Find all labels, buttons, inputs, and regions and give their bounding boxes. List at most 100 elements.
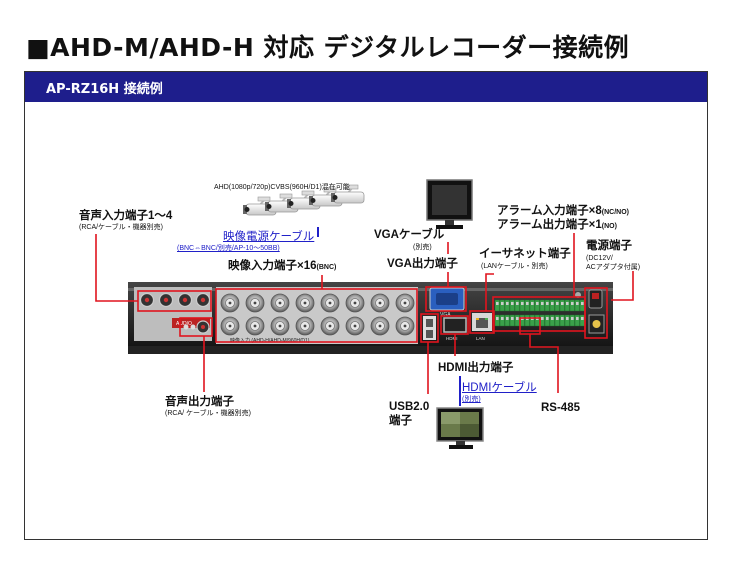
bnc-connector [245, 293, 265, 313]
terminal-pin [564, 299, 570, 312]
diagram-frame: AP-RZ16H 接続例 [24, 71, 708, 540]
terminal-pin [504, 314, 510, 327]
callout-outlines [137, 286, 608, 343]
bnc-connector [270, 293, 290, 313]
alarm-out-text: アラーム出力端子×1 [497, 219, 602, 231]
terminal-pin [534, 299, 540, 312]
terminal-pin [504, 299, 510, 312]
alarm-terminal-blocks [494, 299, 585, 327]
hdmi-port-label: HDMI [446, 336, 458, 341]
ahd-compat-note: AHD(1080p/720p)CVBS(960H/D1)混在可能 [214, 184, 350, 191]
vga-port-label: VGA [440, 312, 451, 318]
audio-block-text: AUDIO [176, 321, 192, 327]
terminal-pin [499, 314, 505, 327]
audio-in-label: 音声入力端子1〜4 [79, 210, 173, 222]
video-in-label: 映像入力端子×16(BNC) [228, 260, 336, 273]
hdmi-cable-note[interactable]: (別売) [462, 396, 481, 403]
video-cable-label[interactable]: 映像電源ケーブル [223, 231, 315, 243]
terminal-pin [544, 299, 550, 312]
terminal-pin [534, 314, 540, 327]
camera-icon [331, 184, 365, 204]
section-header-title: AP-RZ16H 接続例 [46, 82, 163, 97]
bnc-connector [295, 316, 315, 336]
video-cable-bracket [317, 227, 319, 237]
audio-in-note: (RCA/ケーブル・機器別売) [79, 224, 163, 231]
bnc-panel [216, 287, 418, 344]
video-in-text: 映像入力端子×16 [228, 260, 317, 272]
usb-label: USB2.0 [389, 401, 430, 413]
bnc-connector [320, 316, 340, 336]
alarm-in-label: アラーム入力端子×8(NC/NO) [497, 205, 629, 218]
ethernet-note: (LANケーブル・別売) [481, 263, 548, 270]
page-title: ■AHD-M/AHD-H 対応 デジタルレコーダー接続例 [26, 33, 630, 62]
bnc-connector [270, 316, 290, 336]
terminal-pin [564, 314, 570, 327]
power-label: 電源端子 [586, 240, 632, 252]
terminal-pin [559, 314, 565, 327]
bnc-panel-text: 映像入力 (AHD-H/AHD-M/960H/D1) [230, 337, 310, 344]
bnc-connector [370, 316, 390, 336]
bnc-connector [220, 293, 240, 313]
terminal-pin [549, 299, 555, 312]
lan-port-label: LAN [476, 336, 485, 341]
terminal-pin [529, 314, 535, 327]
usb-label-2: 端子 [389, 415, 412, 427]
bnc-connector [220, 316, 240, 336]
ethernet-label: イーサネット端子 [479, 248, 571, 260]
terminal-pin [514, 314, 520, 327]
power-note-2: ACアダプタ付属) [586, 264, 641, 271]
bnc-connector [395, 293, 415, 313]
terminal-pin [569, 314, 575, 327]
terminal-pin [524, 299, 530, 312]
bnc-connector [345, 316, 365, 336]
hdmi-port [443, 317, 467, 333]
terminal-pin [579, 299, 585, 312]
terminal-pin [579, 314, 585, 327]
terminal-pin [499, 299, 505, 312]
video-in-suffix: (BNC) [316, 264, 337, 271]
terminal-pin [494, 299, 500, 312]
terminal-pin [559, 299, 565, 312]
bnc-connector [345, 293, 365, 313]
terminal-pin [539, 299, 545, 312]
terminal-pin [544, 314, 550, 327]
vga-monitor-icon [426, 179, 473, 229]
callout-leader-lines [95, 233, 634, 394]
bnc-connector [295, 293, 315, 313]
vga-cable-note: (別売) [413, 244, 432, 251]
audio-out-label: 音声出力端子 [165, 396, 234, 408]
terminal-pin [569, 299, 575, 312]
hdmi-cable-bracket [459, 376, 461, 406]
terminal-pin [519, 299, 525, 312]
power-note-1: (DC12V/ [586, 255, 613, 262]
terminal-pin [524, 314, 530, 327]
terminal-pin [509, 314, 515, 327]
terminal-pin [509, 299, 515, 312]
terminal-pin [549, 314, 555, 327]
hdmi-out-label: HDMI出力端子 [438, 362, 514, 374]
bnc-connector [395, 316, 415, 336]
alarm-in-suffix: (NC/NO) [601, 209, 629, 216]
bnc-connector [320, 293, 340, 313]
terminal-pin [514, 299, 520, 312]
terminal-pin [574, 299, 580, 312]
alarm-out-label: アラーム出力端子×1(NO) [497, 219, 617, 232]
hdmi-cable-label[interactable]: HDMIケーブル [462, 382, 537, 394]
vga-cable-label: VGAケーブル [374, 229, 445, 241]
alarm-in-text: アラーム入力端子×8 [497, 205, 602, 217]
bnc-connector [370, 293, 390, 313]
section-header-bar: AP-RZ16H 接続例 [25, 72, 707, 102]
video-cable-note[interactable]: (BNC⇔BNC/別売/AP-10〜50BB) [177, 245, 280, 252]
terminal-pin [554, 314, 560, 327]
terminal-pin [574, 314, 580, 327]
hdmi-monitor-icon [436, 407, 484, 449]
terminal-pin [494, 314, 500, 327]
alarm-out-suffix: (NO) [601, 223, 617, 230]
terminal-pin [554, 299, 560, 312]
bnc-connectors [220, 293, 415, 336]
audio-out-note: (RCA/ ケーブル・機器別売) [165, 410, 251, 417]
vga-out-label: VGA出力端子 [387, 258, 458, 270]
rs485-label: RS-485 [541, 402, 580, 414]
cameras [243, 184, 365, 216]
